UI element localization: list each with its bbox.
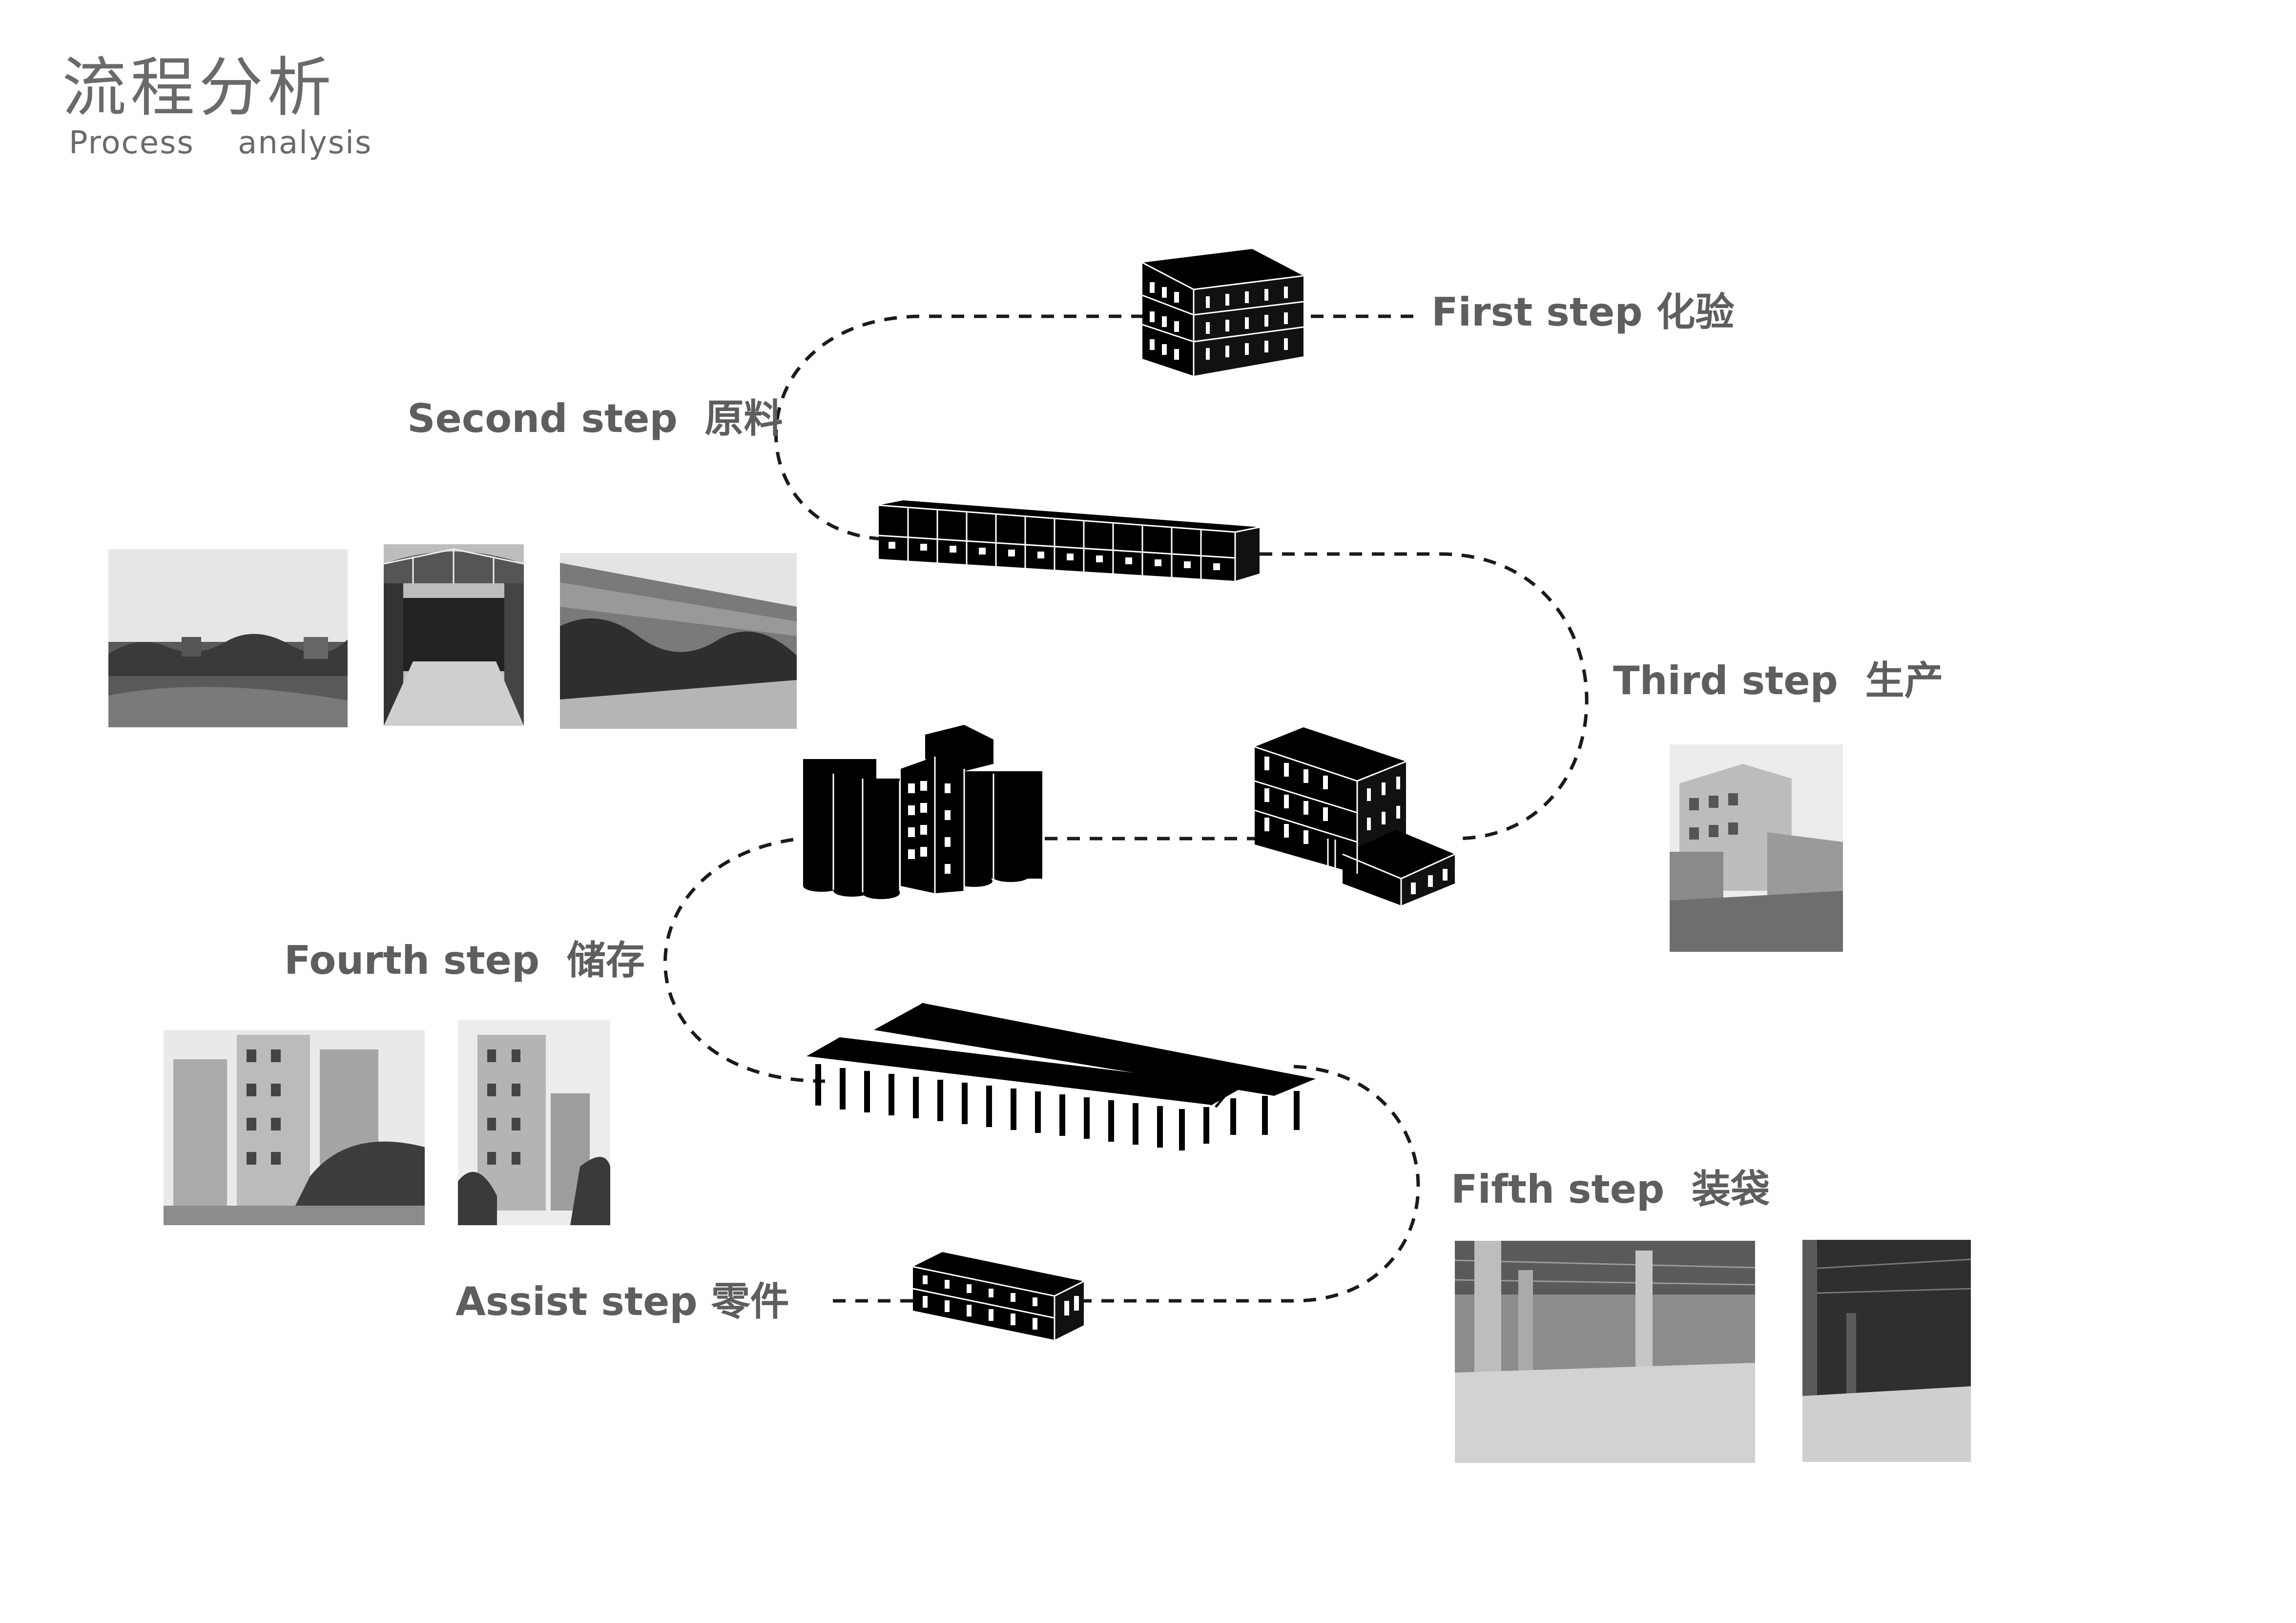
photo-site-overview — [108, 549, 348, 727]
step-label-assist: Assist step 零件 — [455, 1279, 789, 1324]
step-label-third: Third step 生产 — [1613, 658, 1944, 703]
office-block-building-icon — [1142, 249, 1304, 381]
photo-overgrown-ruins — [560, 553, 797, 729]
step-label-first: First step 化验 — [1431, 289, 1735, 335]
photo-production-building — [1670, 744, 1843, 952]
photo-warehouse-interior — [384, 544, 524, 726]
photo-silo-complex — [164, 1030, 425, 1225]
path-segment-fifth — [1084, 1065, 1420, 1303]
page-title: 流程分析 — [62, 50, 335, 125]
long-warehouse-building-icon — [878, 500, 1260, 583]
page-subtitle: Process analysis — [69, 125, 372, 161]
silo-tower-building-icon — [803, 725, 1042, 899]
photo-bagging-hall — [1455, 1241, 1755, 1463]
photo-storage-tower — [458, 1020, 610, 1225]
open-shed-building-icon — [805, 996, 1318, 1157]
path-segment-first — [774, 314, 1413, 541]
step-label-fourth: Fourth step 储存 — [284, 938, 645, 983]
production-plant-building-icon — [1250, 727, 1455, 908]
path-segment-fourth — [663, 838, 826, 1083]
photo-bagging-interior — [1802, 1240, 1971, 1462]
step-label-second: Second step 原料 — [407, 396, 783, 441]
step-label-fifth: Fifth step 装袋 — [1451, 1167, 1770, 1212]
small-workshop-building-icon — [908, 1252, 1084, 1340]
